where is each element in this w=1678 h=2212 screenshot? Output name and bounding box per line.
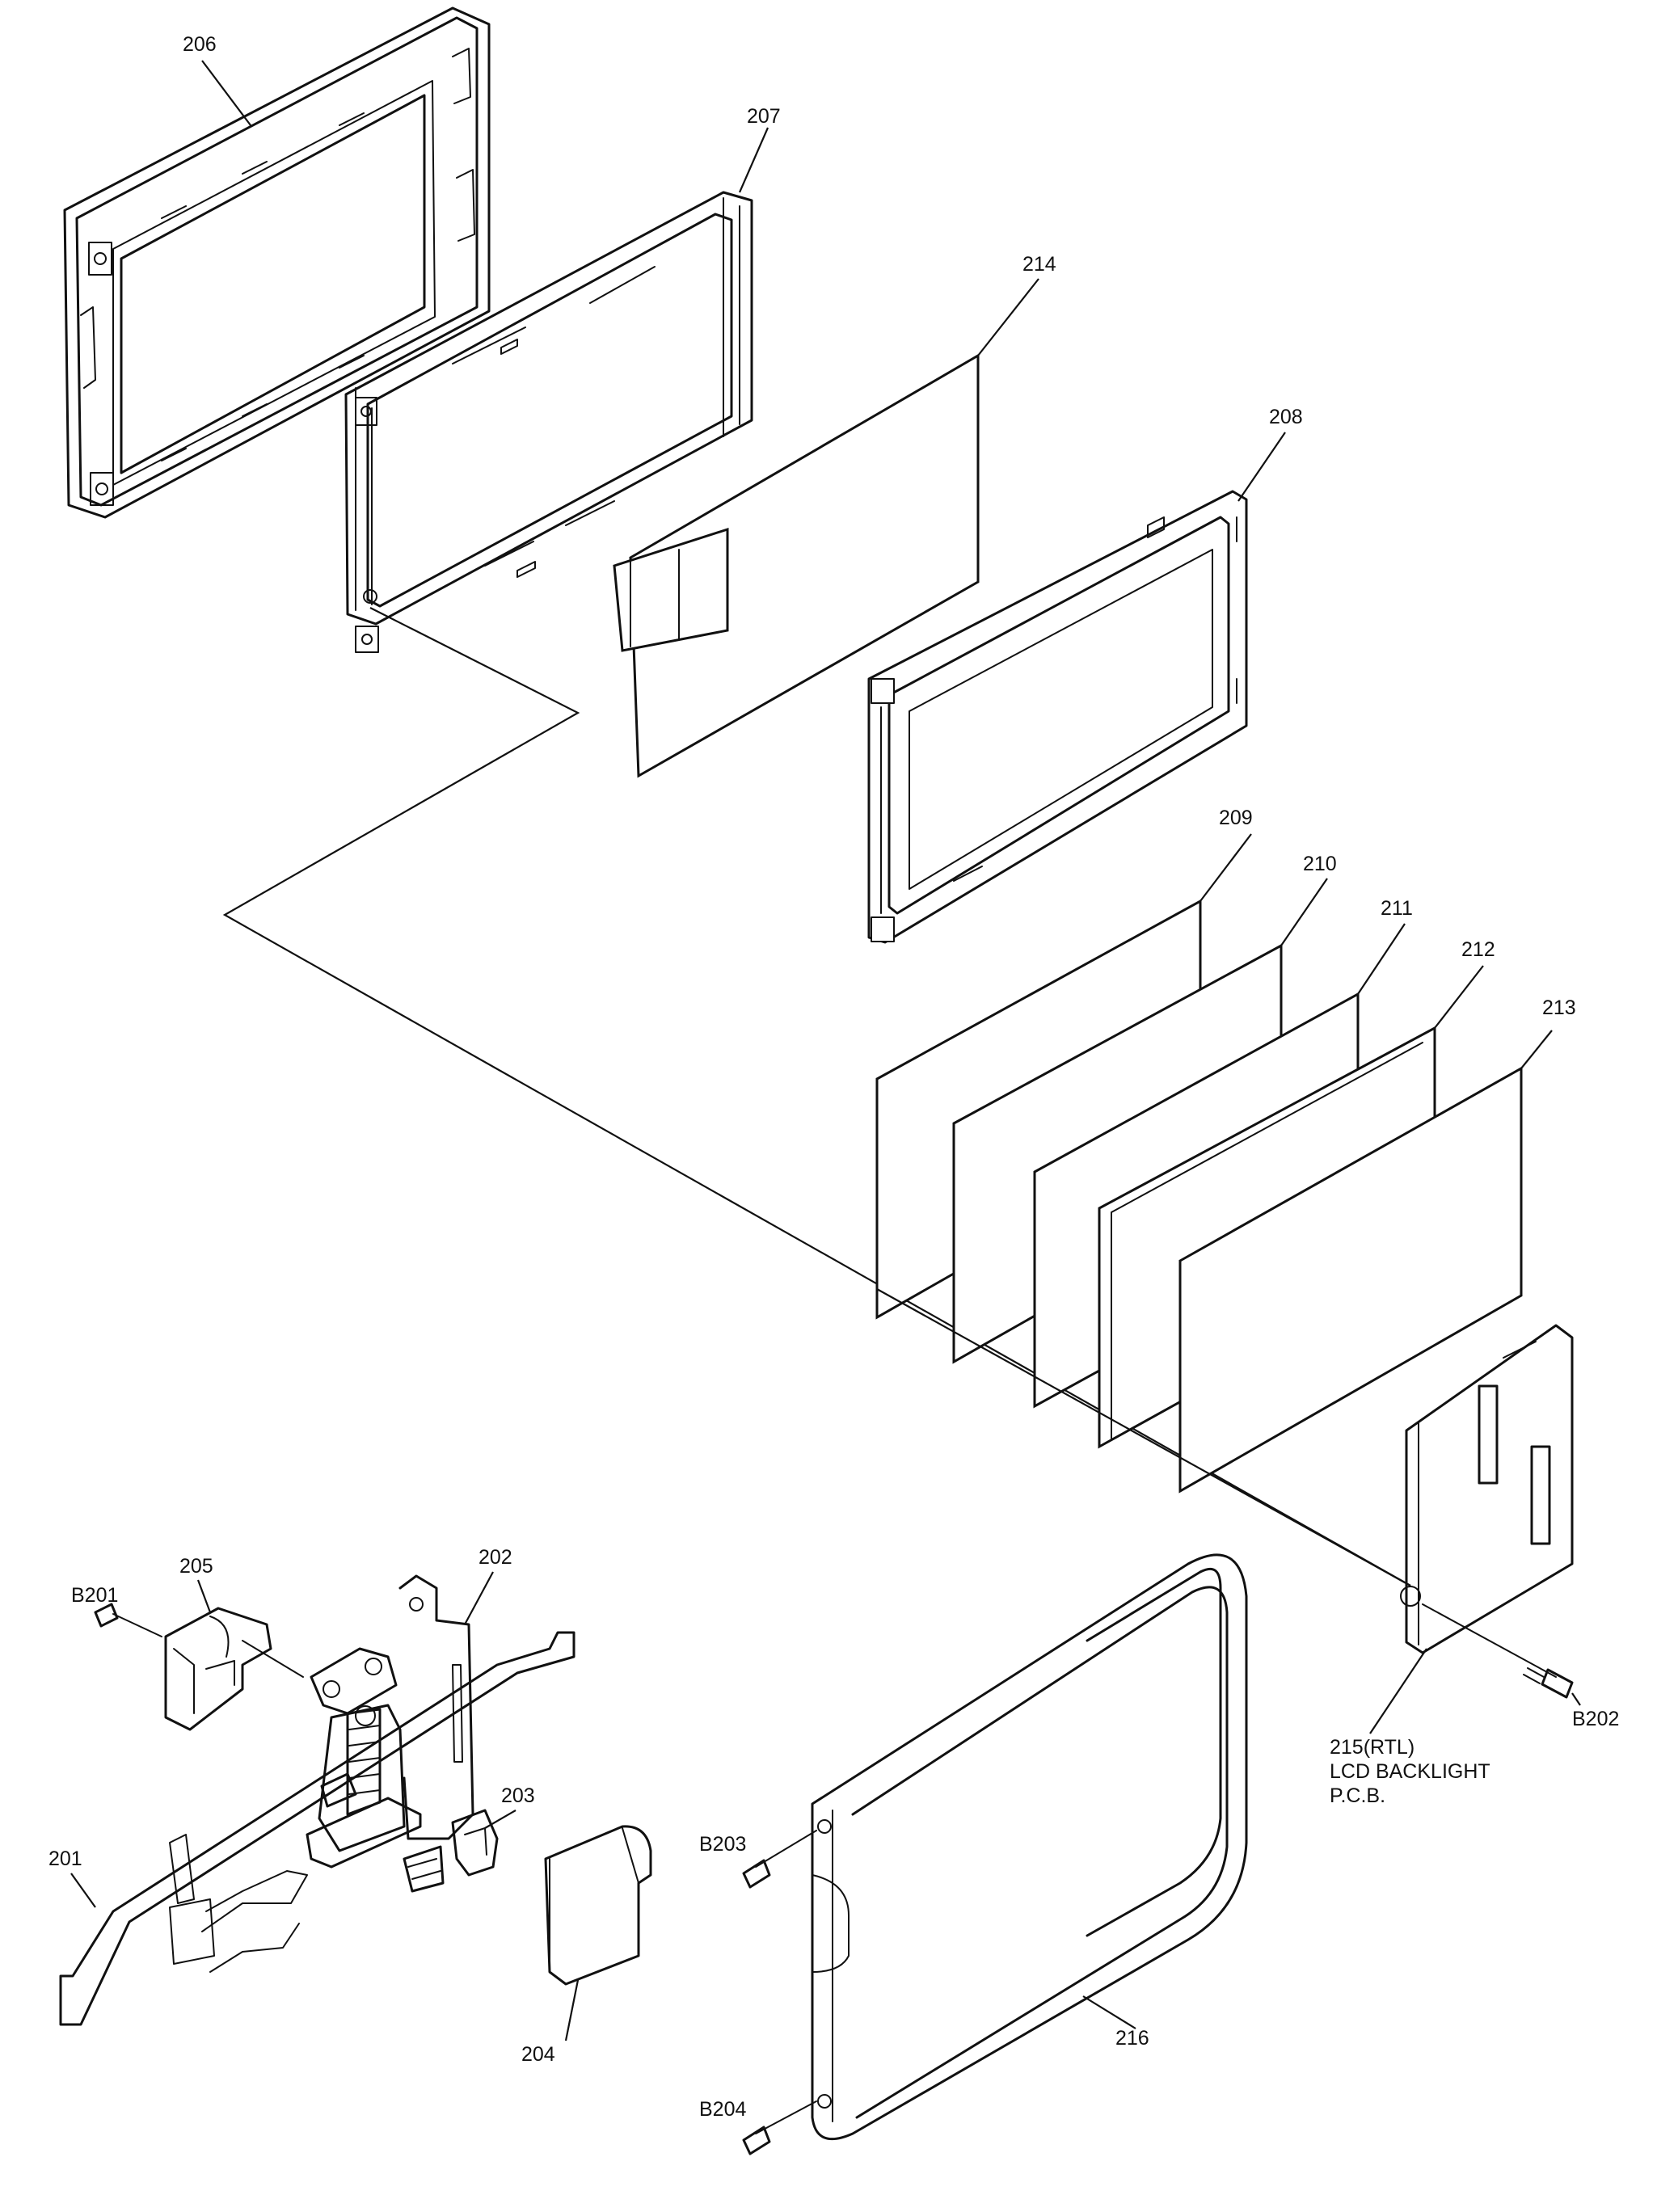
label-203: 203 [501, 1784, 535, 1807]
label-b203: B203 [699, 1833, 746, 1856]
part-201-flex-cable [59, 1631, 575, 2026]
part-216-rear-cover [811, 1553, 1248, 2141]
part-202-hinge-bracket [398, 1574, 474, 1840]
label-215-line3: P.C.B. [1330, 1784, 1385, 1807]
screw-b204 [742, 2100, 817, 2155]
label-209: 209 [1219, 807, 1253, 829]
label-215-line1: 215(RTL) [1330, 1736, 1414, 1759]
assembly-line [222, 607, 1411, 1586]
label-211: 211 [1381, 897, 1413, 920]
leader-216 [1082, 1995, 1136, 2029]
label-212: 212 [1461, 938, 1495, 961]
leader-206 [201, 60, 251, 126]
label-b204: B204 [699, 2098, 746, 2121]
hinge-assembly [306, 1647, 422, 1869]
screw-b201 [94, 1603, 304, 1678]
part-204-cover [544, 1825, 652, 1986]
label-210: 210 [1303, 853, 1337, 875]
assembly-line-overlay [876, 1288, 1411, 1586]
label-204: 204 [521, 2043, 555, 2066]
label-202: 202 [479, 1546, 512, 1569]
part-213-sheet [1178, 1066, 1523, 1494]
part-203-bracket [403, 1809, 499, 1893]
leader-204 [564, 1979, 580, 2041]
screw-b203 [742, 1830, 817, 1889]
label-b201: B201 [71, 1584, 118, 1607]
leader-205 [196, 1579, 212, 1613]
part-215-backlight-pcb [1400, 1324, 1574, 1654]
label-213: 213 [1542, 996, 1576, 1019]
part-206-front-frame [63, 6, 491, 519]
leader-207 [738, 127, 769, 193]
label-201: 201 [48, 1848, 82, 1870]
leader-208 [1237, 432, 1286, 502]
leader-201 [70, 1873, 96, 1908]
part-208-lcd-frame [867, 490, 1248, 944]
label-215-line2: LCD BACKLIGHT [1330, 1760, 1490, 1783]
part-207-metal-frame [344, 191, 753, 653]
label-216: 216 [1115, 2027, 1149, 2050]
leader-213 [1520, 1030, 1553, 1069]
leader-203 [484, 1810, 516, 1829]
label-214: 214 [1022, 253, 1056, 276]
part-212-edge [1111, 1042, 1423, 1439]
label-207: 207 [747, 105, 781, 128]
leader-202 [464, 1571, 494, 1625]
leader-214 [977, 278, 1039, 356]
part-214-film [613, 353, 980, 778]
part-205-holder [164, 1607, 272, 1731]
label-205: 205 [179, 1555, 213, 1578]
label-b202: B202 [1572, 1708, 1619, 1730]
leader-211 [1357, 923, 1406, 995]
label-208: 208 [1269, 406, 1303, 428]
leader-212 [1434, 965, 1484, 1029]
leader-209 [1199, 833, 1252, 902]
leader-210 [1280, 878, 1328, 946]
leader-b202 [1571, 1692, 1581, 1706]
label-206: 206 [183, 33, 217, 56]
screw-b202 [1422, 1603, 1574, 1699]
leader-215 [1369, 1648, 1427, 1734]
